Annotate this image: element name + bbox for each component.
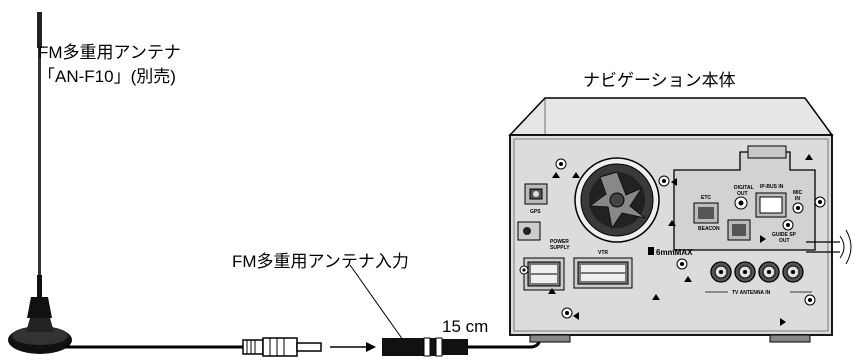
power-supply-label-1: POWER [550, 239, 569, 245]
navigation-unit [508, 97, 852, 343]
beacon-label: BEACON [698, 226, 720, 232]
cable-length-label: 15 cm [442, 317, 489, 336]
digital-out-label-2: OUT [737, 191, 748, 197]
etc-label: ETC [701, 195, 711, 201]
tv-antenna-label: TV ANTENNA IN [732, 290, 771, 296]
input-leader-line [349, 264, 404, 341]
vtr-label: VTR [598, 250, 608, 256]
mic-in-label-1: MIC [793, 190, 803, 196]
antenna-plug [242, 337, 322, 357]
antenna-input-adapter [382, 337, 468, 357]
antenna-title: FM多重用アンテナ [38, 43, 181, 62]
nav-unit-title: ナビゲーション本体 [583, 71, 736, 90]
guide-sp-label-1: GUIDE SP [772, 232, 797, 238]
guide-sp-label-2: OUT [779, 238, 790, 244]
ip-bus-label: IP-BUS IN [760, 184, 784, 190]
mic-in-label-2: IN [795, 196, 800, 202]
insert-arrow [330, 342, 376, 352]
gps-label: GPS [530, 209, 541, 215]
power-supply-label-2: SUPPLY [550, 245, 570, 251]
digital-out-label-1: DIGITAL [734, 185, 754, 191]
fm-antenna [8, 12, 72, 354]
antenna-input-label: FM多重用アンテナ入力 [232, 252, 409, 271]
antenna-model: 「AN-F10」(別売) [38, 67, 176, 86]
max-depth-label: 6mmMAX [656, 248, 693, 257]
